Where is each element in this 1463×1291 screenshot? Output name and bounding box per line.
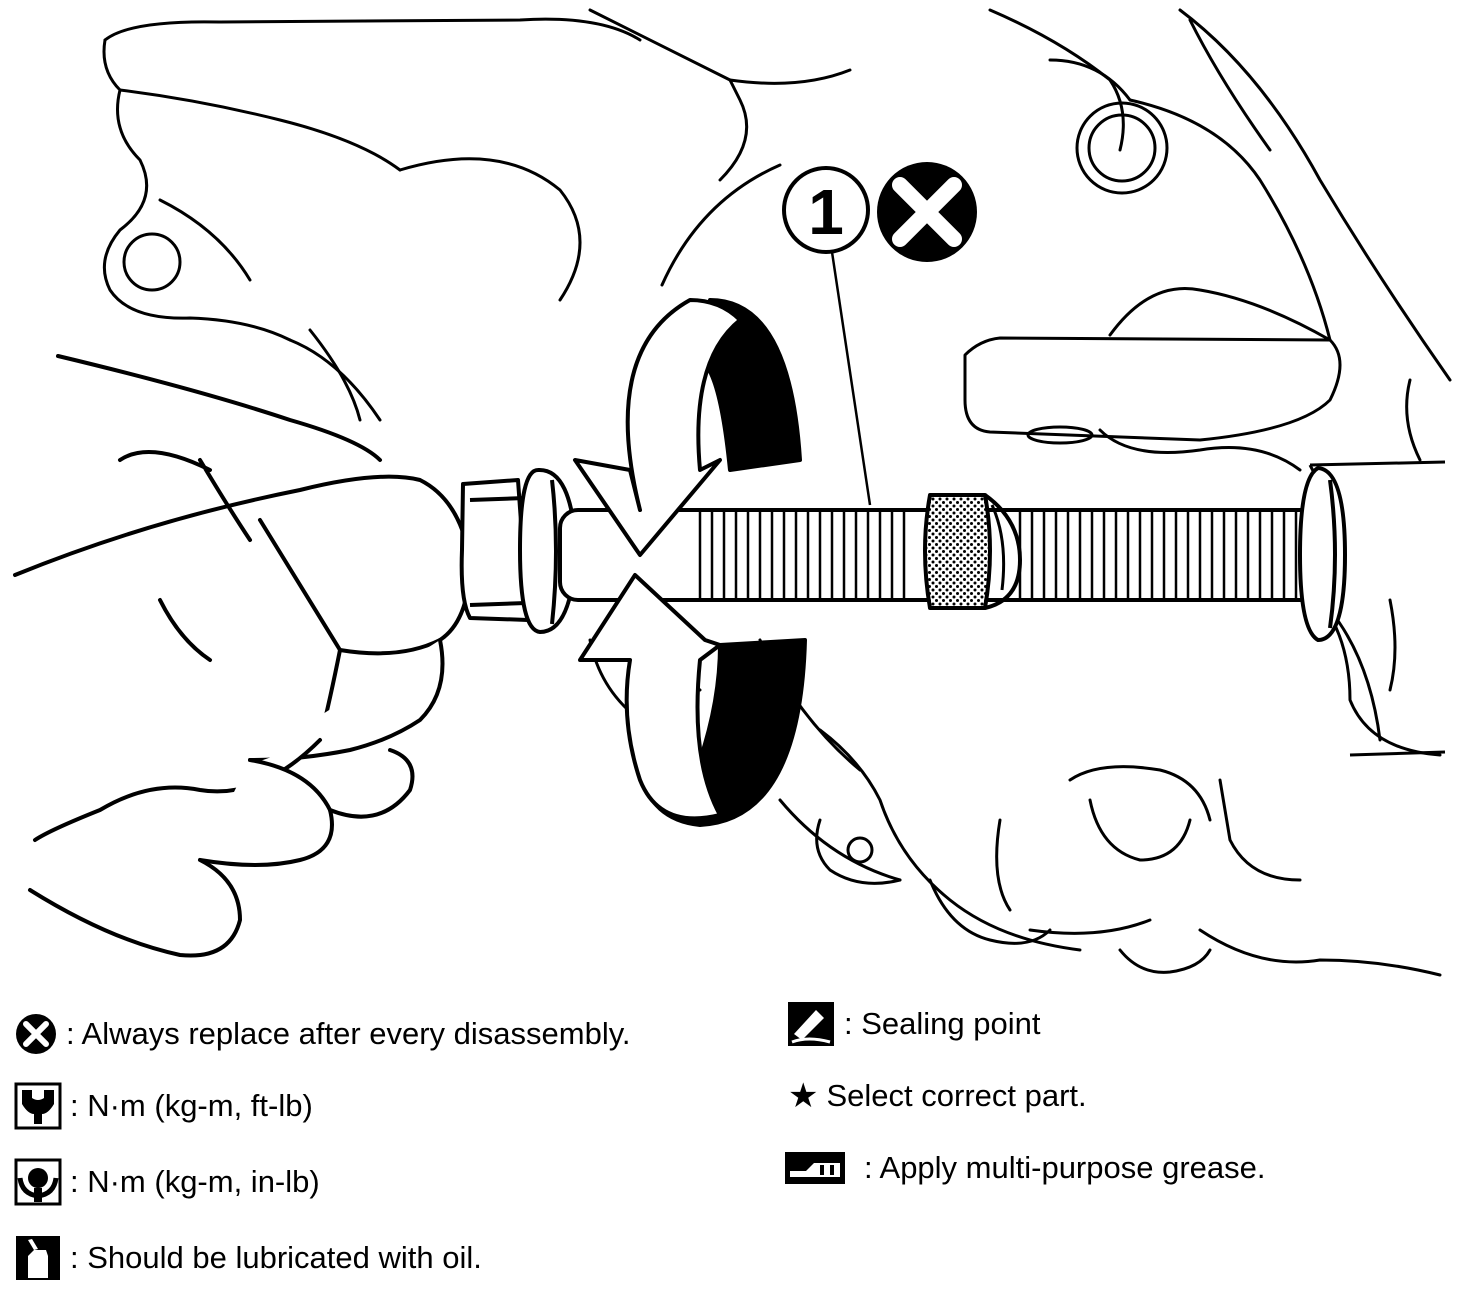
legend-text: : Apply multi-purpose grease. — [864, 1150, 1266, 1185]
torque-wrench-filled-icon — [14, 1158, 62, 1206]
legend-text: : N·m (kg-m, ft-lb) — [70, 1088, 313, 1123]
legend-item-torque-ftlb: : N·m (kg-m, ft-lb) — [14, 1082, 313, 1130]
legend-item-grease: : Apply multi-purpose grease. — [784, 1150, 1266, 1186]
seal-installation-illustration: 1 — [13, 8, 1452, 977]
star-icon: ★ — [788, 1077, 819, 1115]
legend-item-sealing: : Sealing point — [786, 1000, 1040, 1048]
oil-can-icon — [16, 1236, 60, 1280]
legend-item-select-part: ★ Select correct part. — [788, 1078, 1087, 1114]
grease-gun-icon — [785, 1152, 845, 1184]
callout-number-1: 1 — [782, 166, 870, 254]
legend-text: : Sealing point — [844, 1006, 1041, 1041]
callout-number-label: 1 — [808, 176, 844, 248]
sealing-point-icon — [788, 1002, 834, 1046]
hand — [13, 354, 472, 958]
replace-x-icon — [877, 162, 977, 262]
callout-leader-line — [830, 251, 872, 506]
legend-text: : N·m (kg-m, in-lb) — [70, 1164, 320, 1199]
rotation-arrows — [573, 298, 807, 827]
seal-installer-tool — [459, 466, 1347, 642]
legend-item-replace: : Always replace after every disassembly… — [14, 1012, 631, 1056]
shaft-threads — [698, 512, 1298, 598]
torque-wrench-icon — [14, 1082, 62, 1130]
replace-x-icon — [16, 1014, 56, 1054]
legend-text: Select correct part. — [826, 1078, 1087, 1113]
oil-seal — [923, 493, 1022, 610]
legend-text: : Should be lubricated with oil. — [70, 1240, 482, 1275]
legend-item-torque-inlb: : N·m (kg-m, in-lb) — [14, 1158, 320, 1206]
mounting-holes — [122, 101, 1169, 292]
legend-item-oil: : Should be lubricated with oil. — [14, 1234, 482, 1282]
legend-text: : Always replace after every disassembly… — [66, 1016, 631, 1051]
housing-outline — [102, 8, 1452, 977]
